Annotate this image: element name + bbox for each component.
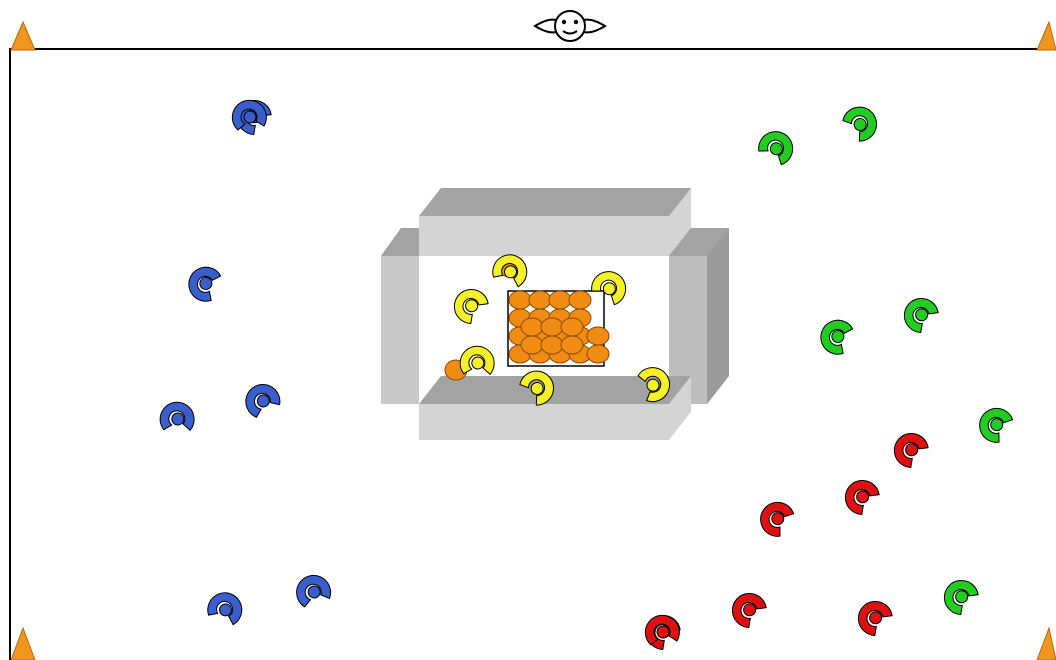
ball-icon [541,336,563,354]
box-wall-top-face [419,188,691,216]
ball-icon [587,327,609,345]
ball-icon [509,291,531,309]
ball-icon [529,291,551,309]
ball-icon [541,318,563,336]
ball-icon [521,318,543,336]
ball-icon [587,345,609,363]
ball-icon [561,318,583,336]
box-wall-right-side [707,228,729,404]
ball-icon [521,336,543,354]
ball-icon [561,336,583,354]
ball-icon [549,291,571,309]
ball-icon [569,291,591,309]
